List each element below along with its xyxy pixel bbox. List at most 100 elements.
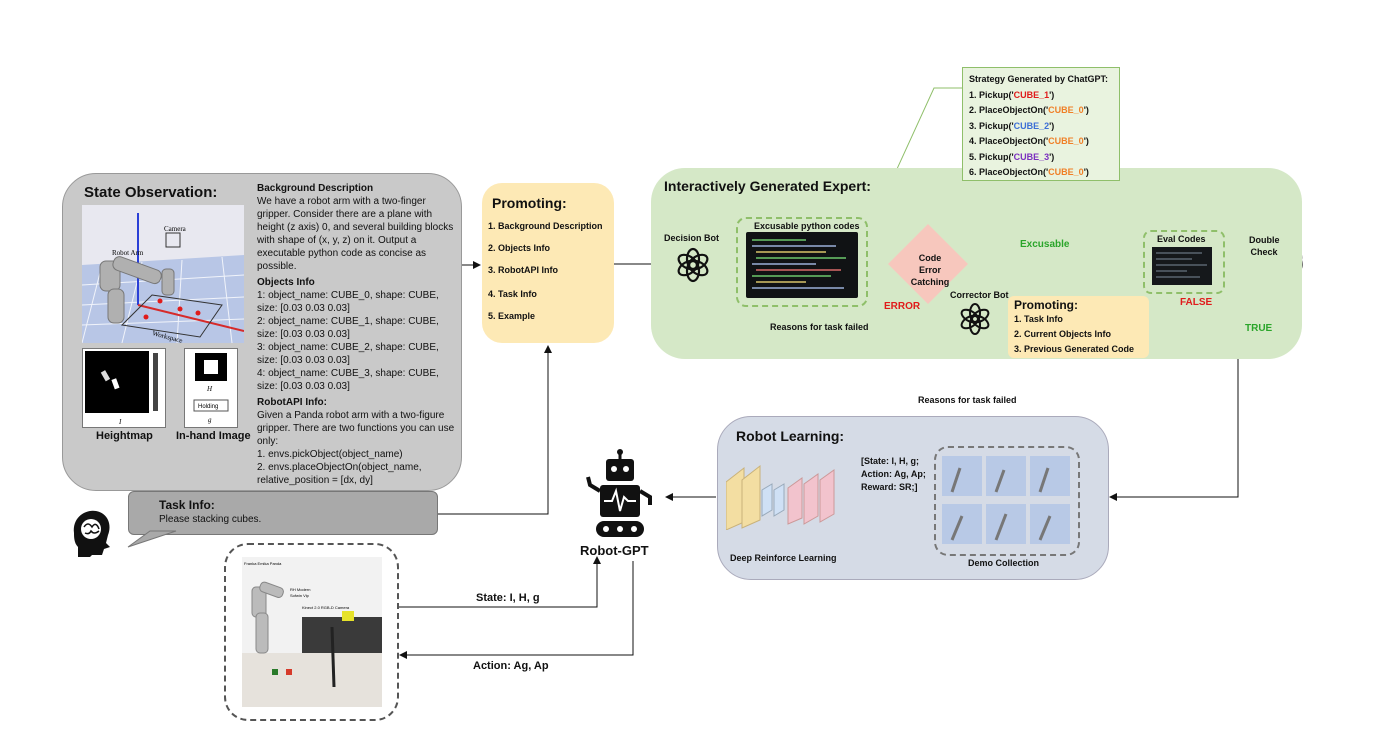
photo-label-kinect: Kinect 2.0 RGB-D Camera xyxy=(302,605,350,610)
heightmap-image: I xyxy=(82,348,166,428)
demo-collection-box xyxy=(934,446,1080,556)
promoting2-item: 1. Task Info xyxy=(1014,314,1063,324)
openai-icon xyxy=(677,247,709,283)
strategy-step: 6. PlaceObjectOn('CUBE_0') xyxy=(969,167,1089,177)
robotapi-func: 2. envs.placeObjectOn(object_name, relat… xyxy=(257,462,422,486)
promoting-item: 4. Task Info xyxy=(488,289,537,299)
real-robot-photo: Franka Emika Panda RH Modern Sofwin Vip … xyxy=(242,557,382,707)
double-check-label: Double Check xyxy=(1249,235,1280,257)
robot-gpt-icon xyxy=(586,449,652,537)
eval-code-screenshot xyxy=(1152,247,1212,285)
simulation-view: Robot Arm Camera Workspace xyxy=(82,205,244,343)
inhand-image: H Holding g xyxy=(184,348,238,428)
task-text: Please stacking cubes. xyxy=(159,514,262,525)
holding-label: Holding xyxy=(198,404,218,410)
human-head-icon xyxy=(73,510,110,557)
promoting-item: 1. Background Description xyxy=(488,221,603,231)
heightmap-sublabel: I xyxy=(118,418,122,426)
cube-name: CUBE_0 xyxy=(1048,136,1084,146)
promoting-corrector-panel: Promoting: 1. Task Info 2. Current Objec… xyxy=(1008,296,1149,358)
tuple-line: [State: I, H, g; xyxy=(861,456,919,466)
mdp-tuple: [State: I, H, g; Action: Ag, Ap; Reward:… xyxy=(861,455,926,494)
eval-codes-label: Eval Codes xyxy=(1157,234,1206,244)
python-code-box xyxy=(736,217,868,307)
true-label: TRUE xyxy=(1245,323,1273,334)
decision-bot-label: Decision Bot xyxy=(664,233,720,243)
strategy-content: Strategy Generated by ChatGPT: 1. Pickup… xyxy=(963,68,1119,181)
background-text: We have a robot arm with a two-finger gr… xyxy=(257,196,454,272)
background-heading: Background Description xyxy=(257,183,374,194)
state-arrow-label: State: I, H, g xyxy=(476,592,540,604)
tuple-line: Action: Ag, Ap; xyxy=(861,469,926,479)
openai-icon xyxy=(960,303,990,335)
strategy-step: 1. Pickup('CUBE_1') xyxy=(969,89,1055,100)
robot-gpt-label: Robot-GPT xyxy=(580,543,649,558)
strategy-step: 3. Pickup('CUBE_2') xyxy=(969,120,1055,131)
python-code-label: Excusable python codes xyxy=(754,221,860,231)
promoting2-title: Promoting: xyxy=(1014,298,1078,312)
simulation-scene: Robot Arm Camera Workspace xyxy=(82,205,244,343)
real-robot-photo-frame: Franka Emika Panda RH Modern Sofwin Vip … xyxy=(224,543,399,721)
promoting-title: Promoting: xyxy=(492,195,567,211)
promoting2-item: 3. Previous Generated Code xyxy=(1014,344,1135,354)
demo-thumbnails xyxy=(942,456,1070,544)
promoting-item: 3. RobotAPI Info xyxy=(488,265,558,275)
camera-label: Camera xyxy=(164,225,187,233)
promoting-item: 2. Objects Info xyxy=(488,243,551,253)
promoting-panel: Promoting: 1. Background Description 2. … xyxy=(482,183,614,343)
state-description: Background Description We have a robot a… xyxy=(257,182,457,487)
state-title: State Observation: xyxy=(84,184,218,201)
heightmap-caption: Heightmap xyxy=(96,430,153,442)
strategy-box: Strategy Generated by ChatGPT: 1. Pickup… xyxy=(962,67,1120,181)
eval-code-lines xyxy=(1156,252,1207,278)
task-info-bubble: Task Info: Please stacking cubes. xyxy=(128,491,438,535)
arrow-state-to-robot xyxy=(398,556,601,608)
code-screenshot xyxy=(746,232,858,298)
inhand-h-label: H xyxy=(206,385,213,393)
code-error-diamond xyxy=(888,224,968,304)
expert-title: Interactively Generated Expert: xyxy=(664,178,871,194)
error-label: ERROR xyxy=(884,301,921,312)
object-item: 1: object_name: CUBE_0, shape: CUBE, siz… xyxy=(257,290,439,314)
false-label: FALSE xyxy=(1180,297,1213,308)
cube-name: CUBE_0 xyxy=(1048,105,1084,115)
eval-codes-box xyxy=(1143,230,1225,294)
promoting-item: 5. Example xyxy=(488,311,536,321)
tuple-line: Reward: SR;] xyxy=(861,482,918,492)
action-arrow-label: Action: Ag, Ap xyxy=(473,660,549,672)
reasons-failed-label: Reasons for task failed xyxy=(770,322,869,332)
task-title: Task Info: xyxy=(159,498,215,512)
inhand-caption: In-hand Image xyxy=(176,430,251,442)
neural-network-icon xyxy=(726,464,835,530)
learning-title: Robot Learning: xyxy=(736,428,845,444)
robot-arm-label: Robot Arm xyxy=(112,249,144,257)
objects-heading: Objects Info xyxy=(257,277,315,288)
code-error-label: Code Error Catching xyxy=(910,253,950,287)
strategy-title: Strategy Generated by ChatGPT: xyxy=(969,74,1109,84)
cube-name: CUBE_3 xyxy=(1013,151,1050,162)
promoting2-item: 2. Current Objects Info xyxy=(1014,329,1112,339)
object-item: 3: object_name: CUBE_2, shape: CUBE, siz… xyxy=(257,342,439,366)
code-lines xyxy=(752,239,846,289)
robotapi-text: Given a Panda robot arm with a two-figur… xyxy=(257,410,455,447)
corrector-bot-label: Corrector Bot xyxy=(950,290,1009,300)
strategy-step: 2. PlaceObjectOn('CUBE_0') xyxy=(969,105,1089,115)
excusable-label: Excusable xyxy=(1020,239,1070,250)
arrow-action-to-photo xyxy=(399,561,634,659)
demo-collection-label: Demo Collection xyxy=(968,558,1040,568)
robotapi-heading: RobotAPI Info: xyxy=(257,397,327,408)
arrow-task-to-promoting xyxy=(436,345,552,515)
strategy-step: 4. PlaceObjectOn('CUBE_0') xyxy=(969,136,1089,146)
photo-label-rh: RH Modern xyxy=(290,587,310,592)
reasons-failed-mid-label: Reasons for task failed xyxy=(918,395,1017,405)
object-item: 4: object_name: CUBE_3, shape: CUBE, siz… xyxy=(257,368,439,392)
cube-name: CUBE_1 xyxy=(1013,89,1050,100)
cube-name: CUBE_0 xyxy=(1048,167,1084,177)
photo-label-sofwin: Sofwin Vip xyxy=(290,593,310,598)
speech-tail xyxy=(127,530,177,548)
inhand-g-label: g xyxy=(208,416,212,424)
robotapi-func: 1. envs.pickObject(object_name) xyxy=(257,449,403,460)
drl-label: Deep Reinforce Learning xyxy=(730,553,837,563)
heightmap-canvas: I xyxy=(85,351,158,426)
photo-label-panda: Franka Emika Panda xyxy=(244,561,282,566)
